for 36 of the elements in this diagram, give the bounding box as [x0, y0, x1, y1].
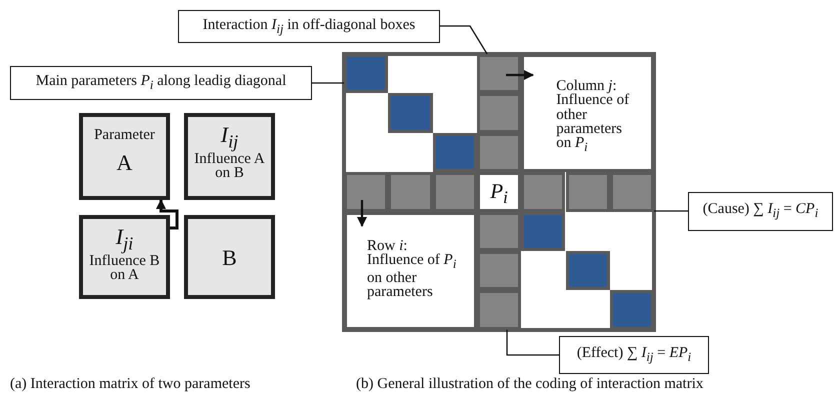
matrix-block [521, 54, 654, 172]
callout-text: (Cause) ∑ I$_{ij}$ = CP$_{i}$ [702, 201, 820, 220]
diagonal-cell [344, 54, 388, 94]
leader-line [312, 82, 344, 84]
arrow [156, 199, 178, 230]
parameter-box [184, 215, 275, 299]
description-text: Column j: Influence of other parameters on P$_{i}$ [556, 79, 630, 154]
callout-box [178, 10, 440, 43]
callout-text: Interaction I$_{ij}$ in off-diagonal boxes [202, 17, 416, 36]
parameter-box [79, 113, 170, 200]
description-text: Influence B on A [88, 254, 161, 282]
parameter-letter: A [116, 150, 134, 176]
caption-text: (b) General illustration of the coding of interaction matrix [356, 376, 704, 393]
caption-text: (a) Interaction matrix of two parameters [10, 376, 250, 393]
symbol-text: I$_{ij}$ [220, 123, 240, 152]
matrix-cell [476, 290, 522, 330]
matrix-block [344, 212, 477, 330]
callout-text: Main parameters P$_{i}$ along leadig diagonal [34, 73, 288, 92]
description-text: Influence A on B [193, 152, 266, 180]
matrix-cell [610, 172, 654, 212]
symbol-text: P$_{i}$ [489, 179, 509, 208]
leader-line [440, 25, 488, 54]
parameter-box [184, 113, 275, 200]
leader-line [654, 210, 688, 212]
parameter-box [79, 215, 170, 299]
description-text: Row i: Influence of P$_{i}$ on other parameters [367, 238, 458, 300]
matrix-cell [476, 172, 522, 212]
parameter-letter: B [221, 245, 238, 270]
symbol-text: I$_{ji}$ [114, 225, 134, 254]
callout-text: (Effect) ∑ I$_{ij}$ = EP$_{i}$ [576, 345, 692, 364]
leader-line [506, 330, 559, 356]
callout-box [10, 66, 312, 100]
matrix-cell [476, 54, 522, 94]
callout-box [688, 192, 833, 231]
callout-box [559, 336, 709, 374]
heading-text: Parameter [93, 127, 156, 144]
